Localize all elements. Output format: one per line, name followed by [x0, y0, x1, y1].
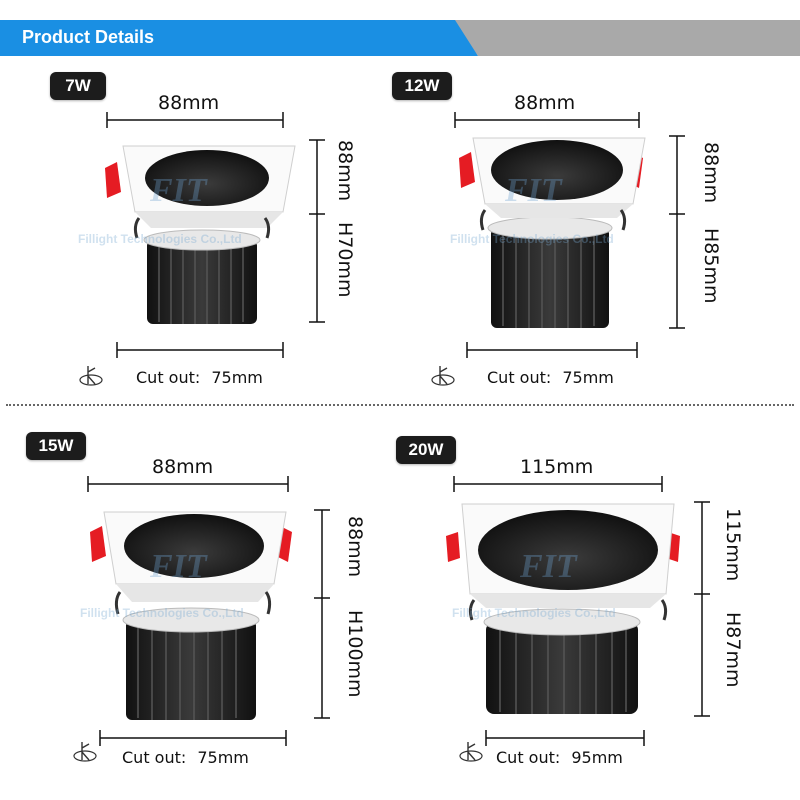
wattage-badge-12w: 12W [392, 72, 452, 100]
downlight-20w-image [446, 476, 710, 746]
width-dimension-20w: 115mm [520, 456, 594, 478]
cutout-label-12w: Cut out: [487, 368, 552, 387]
watermark-text: Fillight Technologies Co.,Ltd [78, 232, 242, 246]
cutout-label-20w: Cut out: [496, 748, 561, 767]
cutout-label-15w: Cut out: [122, 748, 187, 767]
cutout-value-15w: 75mm [197, 748, 249, 767]
watermark-text: Fillight Technologies Co.,Ltd [80, 606, 244, 620]
depth-dimension-15w: 88mm [344, 516, 366, 578]
wattage-badge-15w: 15W [26, 432, 86, 460]
cutout-value-20w: 95mm [571, 748, 623, 767]
depth-dimension-7w: 88mm [334, 140, 356, 202]
ceiling-mount-icon [73, 742, 97, 762]
wattage-badge-7w: 7W [50, 72, 106, 100]
header-title: Product Details [22, 27, 155, 47]
width-dimension-15w: 88mm [152, 456, 214, 478]
height-dimension-20w: H87mm [722, 612, 744, 688]
watermark-text: Fillight Technologies Co.,Ltd [452, 606, 616, 620]
height-dimension-12w: H85mm [700, 228, 722, 304]
width-dimension-12w: 88mm [514, 92, 576, 114]
watermark-logo: FIT [505, 172, 562, 209]
downlight-12w-image [454, 112, 685, 358]
downlight-7w-image [105, 112, 325, 358]
cutout-label-7w: Cut out: [136, 368, 201, 387]
depth-dimension-20w: 115mm [722, 508, 744, 582]
downlight-15w-image [87, 476, 330, 746]
width-dimension-7w: 88mm [158, 92, 220, 114]
cutout-12w: Cut out: 75mm [487, 368, 614, 387]
header-banner [0, 20, 800, 56]
height-dimension-7w: H70mm [334, 222, 356, 298]
ceiling-mount-icon [431, 366, 455, 386]
watermark-text: Fillight Technologies Co.,Ltd [450, 232, 614, 246]
ceiling-mount-icon [79, 366, 103, 386]
ceiling-mount-icon [459, 742, 483, 762]
watermark-logo: FIT [150, 172, 207, 209]
cutout-value-12w: 75mm [562, 368, 614, 387]
section-divider [6, 404, 794, 406]
section-header: Product Details [0, 20, 800, 56]
watermark-logo: FIT [150, 548, 207, 585]
watermark-logo: FIT [520, 548, 577, 585]
wattage-badge-20w: 20W [396, 436, 456, 464]
cutout-15w: Cut out: 75mm [122, 748, 249, 767]
depth-dimension-12w: 88mm [700, 142, 722, 204]
cutout-7w: Cut out: 75mm [136, 368, 263, 387]
height-dimension-15w: H100mm [344, 610, 366, 698]
cutout-value-7w: 75mm [211, 368, 263, 387]
cutout-20w: Cut out: 95mm [496, 748, 623, 767]
